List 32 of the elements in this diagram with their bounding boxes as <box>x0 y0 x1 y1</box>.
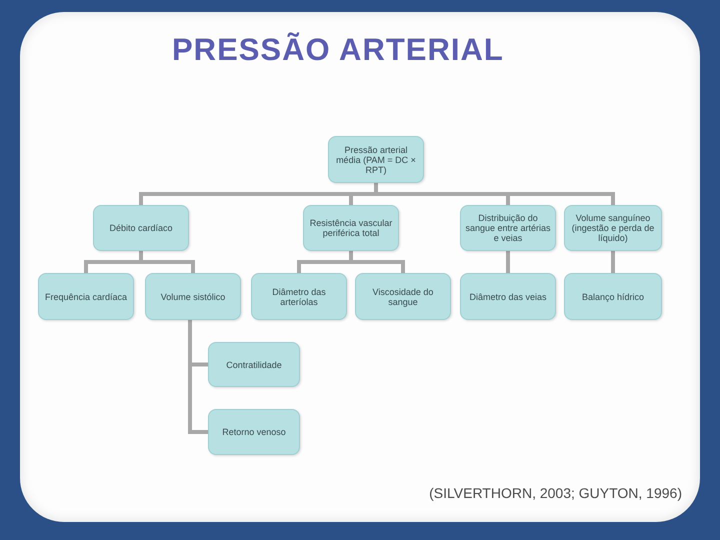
node-label: Volume sanguíneo (ingestão e perda de líquido) <box>570 213 656 243</box>
concept-box <box>564 273 662 320</box>
concept-box <box>460 205 556 251</box>
citation-text: (SILVERTHORN, 2003; GUYTON, 1996) <box>429 484 682 502</box>
node-label: Retorno venoso <box>222 427 286 437</box>
concept-box <box>328 136 424 183</box>
concept-box <box>208 342 300 387</box>
concept-box <box>38 273 134 320</box>
node-label: Diâmetro das veias <box>469 292 547 302</box>
concept-box <box>303 205 399 251</box>
node-label: Resistência vascular periférica total <box>308 218 394 238</box>
connector-line <box>139 251 195 273</box>
connector-line <box>349 251 405 273</box>
node-label: Pressão arterial média (PAM = DC × RPT) <box>335 144 417 174</box>
concept-box <box>208 409 300 455</box>
node-label: Diâmetro das arteríolas <box>271 286 327 306</box>
node-label: Distribuição do sangue entre artérias e veias <box>464 213 552 243</box>
node-label: Frequência cardíaca <box>44 292 128 302</box>
connector-line <box>506 251 510 273</box>
concept-box <box>460 273 556 320</box>
node-label: Contratilidade <box>226 360 282 370</box>
node-label: Balanço hídrico <box>582 292 644 302</box>
connector-line <box>611 251 615 273</box>
node-label: Volume sistólico <box>160 292 226 302</box>
concept-box <box>251 273 347 320</box>
concept-box <box>145 273 241 320</box>
node-label: Débito cardíaco <box>109 223 173 233</box>
concept-box <box>564 205 662 251</box>
concept-box <box>93 205 189 251</box>
slide-title: PRESSÃO ARTERIAL <box>172 31 504 69</box>
concept-box <box>355 273 451 320</box>
node-label: Viscosidade do sangue <box>372 286 434 306</box>
